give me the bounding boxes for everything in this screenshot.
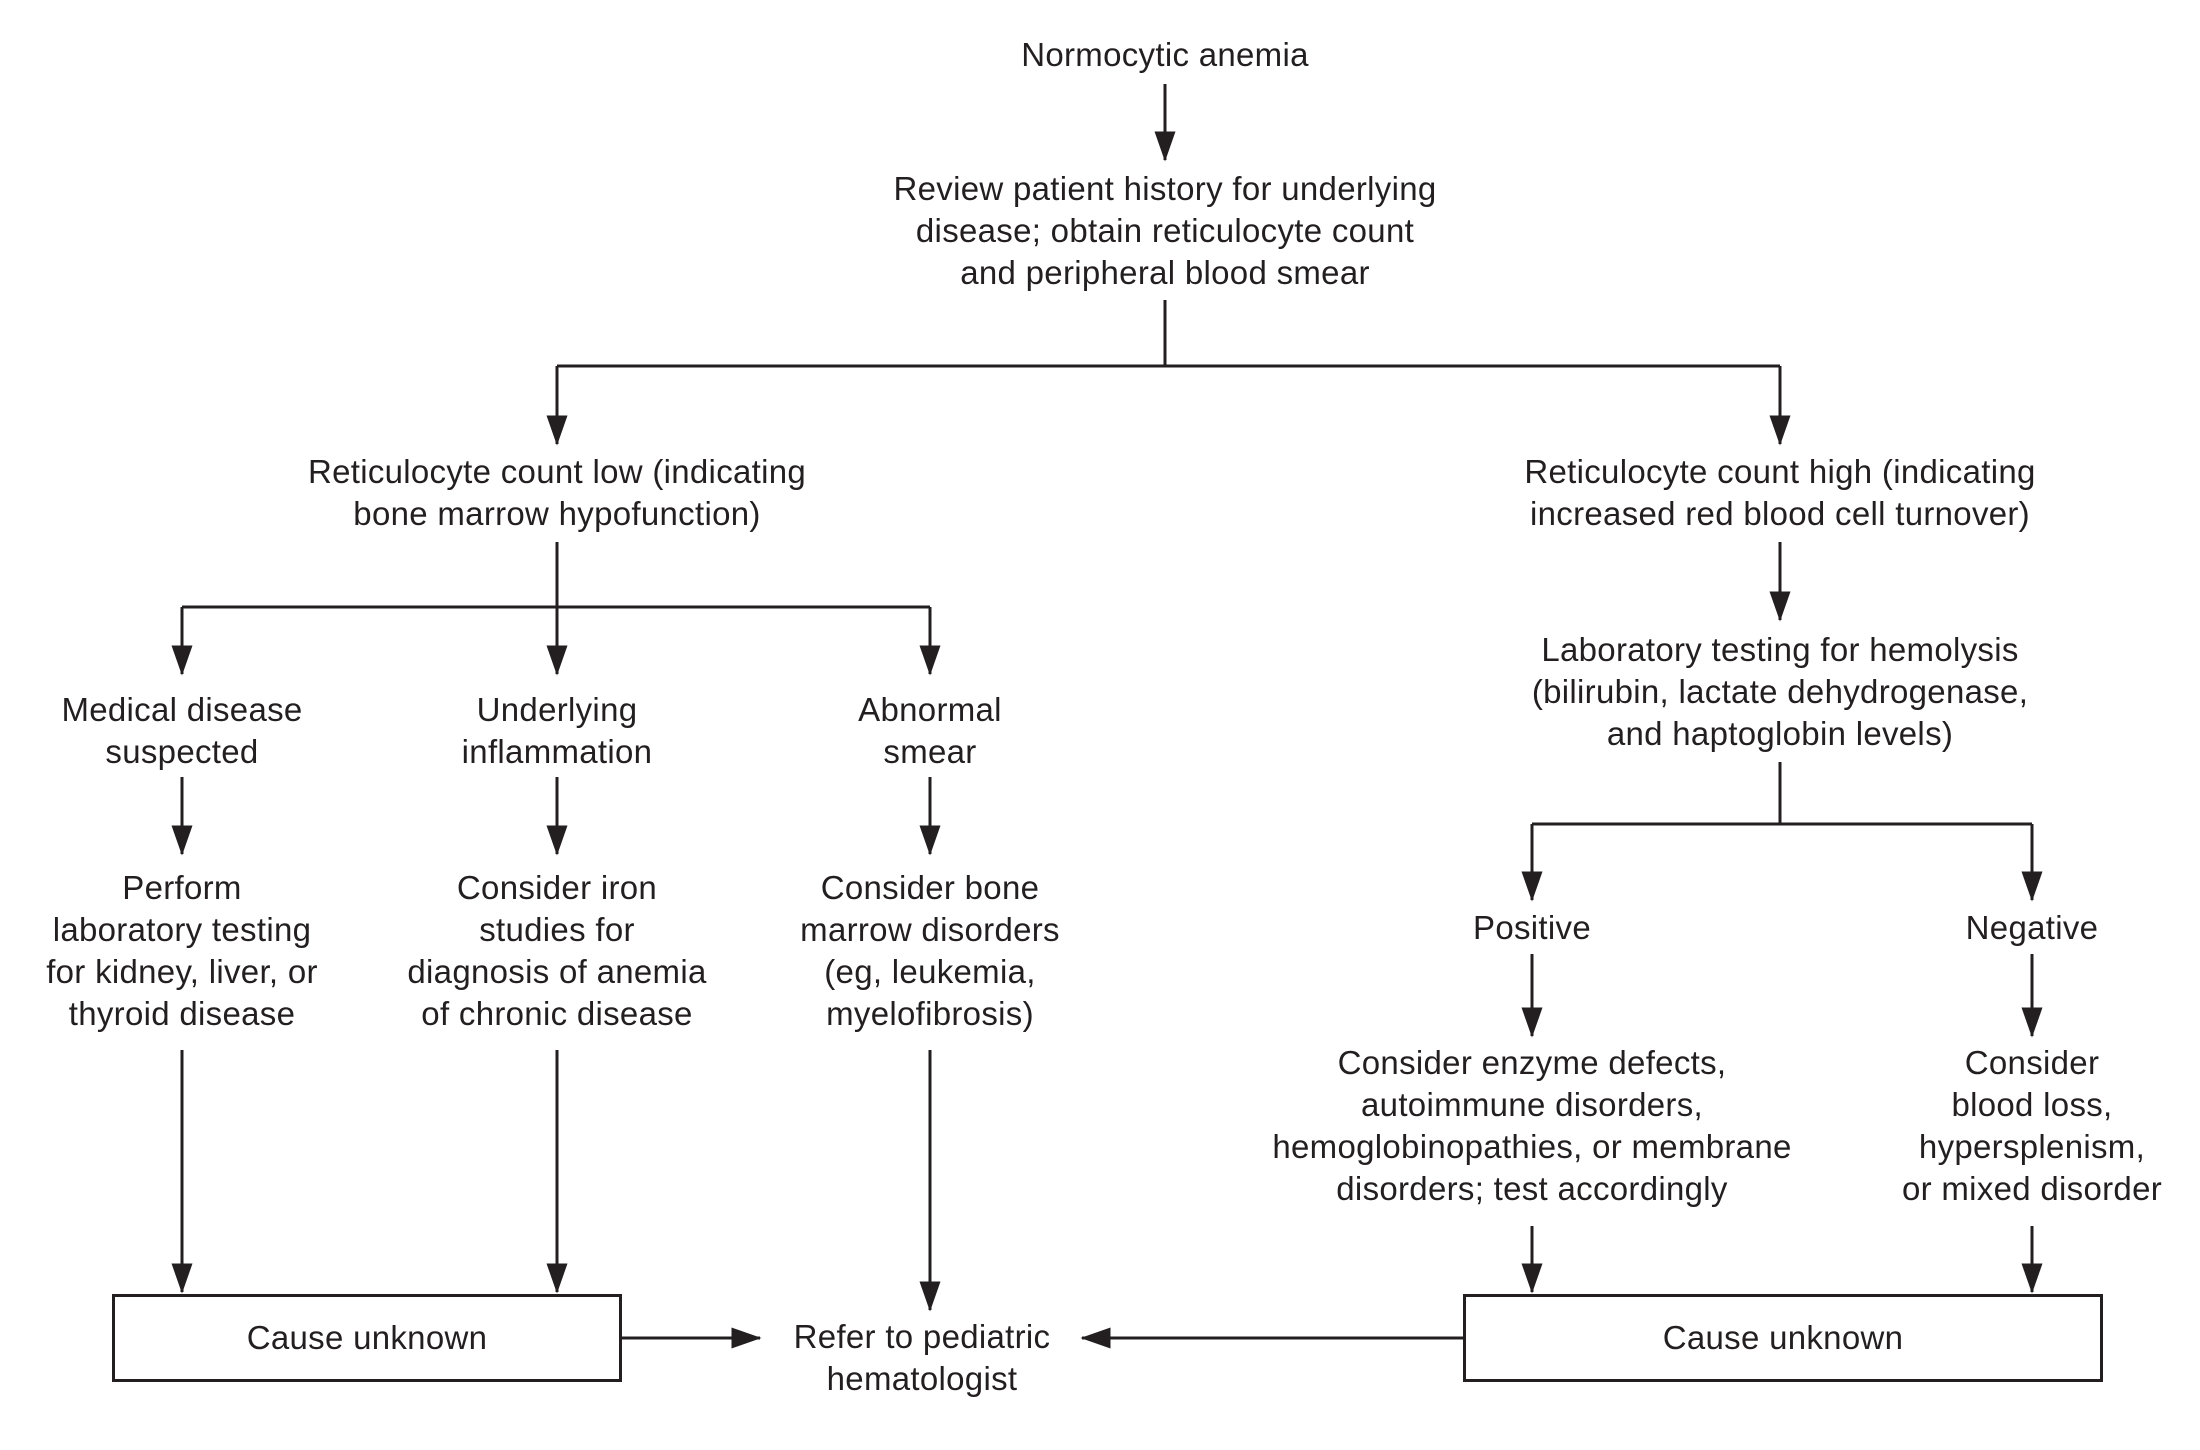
node-positive: Positive — [1473, 909, 1591, 946]
node-hemolysis-testing: Laboratory testing for hemolysis(bilirub… — [1531, 631, 2029, 752]
node-normocytic-anemia: Normocytic anemia — [1021, 36, 1309, 73]
cause-unknown-left-box: Cause unknown — [112, 1294, 622, 1382]
node-enzyme-defects: Consider enzyme defects,autoimmune disor… — [1272, 1044, 1792, 1207]
cause-unknown-left-label: Cause unknown — [246, 1319, 488, 1356]
node-negative: Negative — [1965, 909, 2099, 946]
cause-unknown-right-box: Cause unknown — [1463, 1294, 2103, 1382]
cause-unknown-right-label: Cause unknown — [1662, 1319, 1904, 1356]
